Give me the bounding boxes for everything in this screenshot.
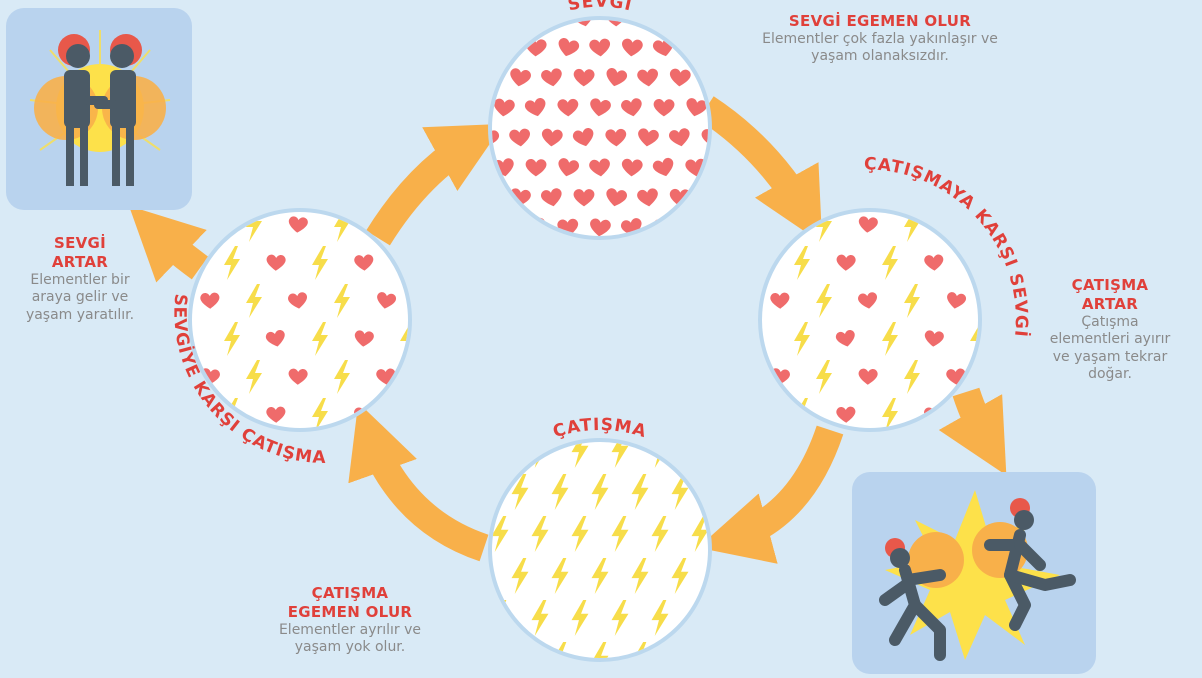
- note-strife-dominates-heading-1: ÇATIŞMA: [311, 584, 389, 602]
- note-strife-increases-line-1: Çatışma: [1081, 313, 1139, 330]
- circle-title-love: SEVGİ: [566, 0, 635, 16]
- arrow-right-to-bottom: [697, 425, 844, 564]
- lightning-bolt-icon: [712, 474, 729, 510]
- heart-icon: [717, 158, 740, 178]
- lightning-bolt-icon: [712, 642, 729, 678]
- circle-strife-against-love: [188, 208, 412, 432]
- heart-icon: [716, 218, 739, 238]
- note-love-increases-heading-1: SEVGİ: [53, 234, 107, 252]
- note-love-dominates-line-1: Elementler çok fazla yakınlaşır ve: [762, 30, 998, 47]
- heart-icon: [946, 216, 966, 233]
- circle-love: [488, 16, 740, 240]
- note-strife-increases-heading-2: ARTAR: [1081, 294, 1139, 313]
- note-strife-increases-line-3: ve yaşam tekrar: [1052, 348, 1168, 365]
- cycle-arrows: [128, 96, 1007, 564]
- note-strife-dominates-line-2: yaşam yok olur.: [294, 639, 406, 655]
- circle-love-against-strife: [758, 208, 982, 432]
- note-love-dominates-heading: SEVGİ EGEMEN OLUR: [788, 12, 972, 30]
- note-strife-dominates: ÇATIŞMA EGEMEN OLUR Elementler ayrılır v…: [250, 584, 450, 657]
- note-love-increases-line-3: yaşam yaratılır.: [25, 306, 135, 323]
- note-love-increases-heading-2: ARTAR: [51, 252, 109, 271]
- lightning-bolt-icon: [511, 642, 529, 658]
- arrow-left-to-top: [366, 123, 504, 246]
- arrow-to-strife-increases: [938, 387, 1007, 476]
- note-strife-dominates-heading-2: EGEMEN OLUR: [287, 602, 413, 621]
- heart-icon: [493, 218, 516, 236]
- note-strife-increases-line-2: elementleri ayırır: [1049, 331, 1171, 347]
- note-love-increases-line-1: Elementler bir: [30, 271, 130, 288]
- heart-icon: [492, 188, 499, 207]
- note-love-increases-line-2: araya gelir ve: [31, 289, 129, 305]
- heart-icon: [684, 217, 708, 236]
- heart-icon: [668, 20, 692, 28]
- handshake-icon: [6, 8, 192, 210]
- arrow-bottom-to-left: [348, 402, 489, 562]
- note-strife-increases-line-4: doğar.: [1088, 366, 1132, 382]
- heart-icon: [492, 68, 499, 87]
- lightning-bolt-icon: [691, 442, 708, 468]
- fighting-people-icon: [852, 472, 1096, 674]
- arrow-to-love-increases: [128, 205, 209, 283]
- note-love-dominates-line-2: yaşam olanaksızdır.: [811, 48, 949, 65]
- heart-icon: [198, 215, 221, 235]
- heart-icon: [492, 37, 516, 58]
- heart-icon: [508, 20, 531, 28]
- lightning-bolt-icon: [671, 642, 689, 658]
- note-strife-dominates-line-1: Elementler ayrılır ve: [278, 621, 422, 638]
- lightning-bolt-icon: [400, 398, 408, 428]
- lightning-bolt-icon: [492, 442, 509, 468]
- heart-icon: [768, 215, 791, 235]
- note-love-increases: SEVGİ ARTAR Elementler bir araya gelir v…: [0, 234, 160, 324]
- arrow-love-to-right: [698, 96, 823, 244]
- circle-strife: [488, 438, 729, 678]
- note-love-dominates: SEVGİ EGEMEN OLUR Elementler çok fazla y…: [700, 12, 1060, 66]
- heart-icon: [492, 20, 501, 29]
- heart-icon: [699, 186, 708, 209]
- note-strife-increases-heading-1: ÇATIŞMA: [1071, 276, 1149, 294]
- note-strife-increases: ÇATIŞMA ARTAR Çatışma elementleri ayırır…: [1020, 276, 1200, 384]
- lightning-bolt-icon: [712, 558, 729, 594]
